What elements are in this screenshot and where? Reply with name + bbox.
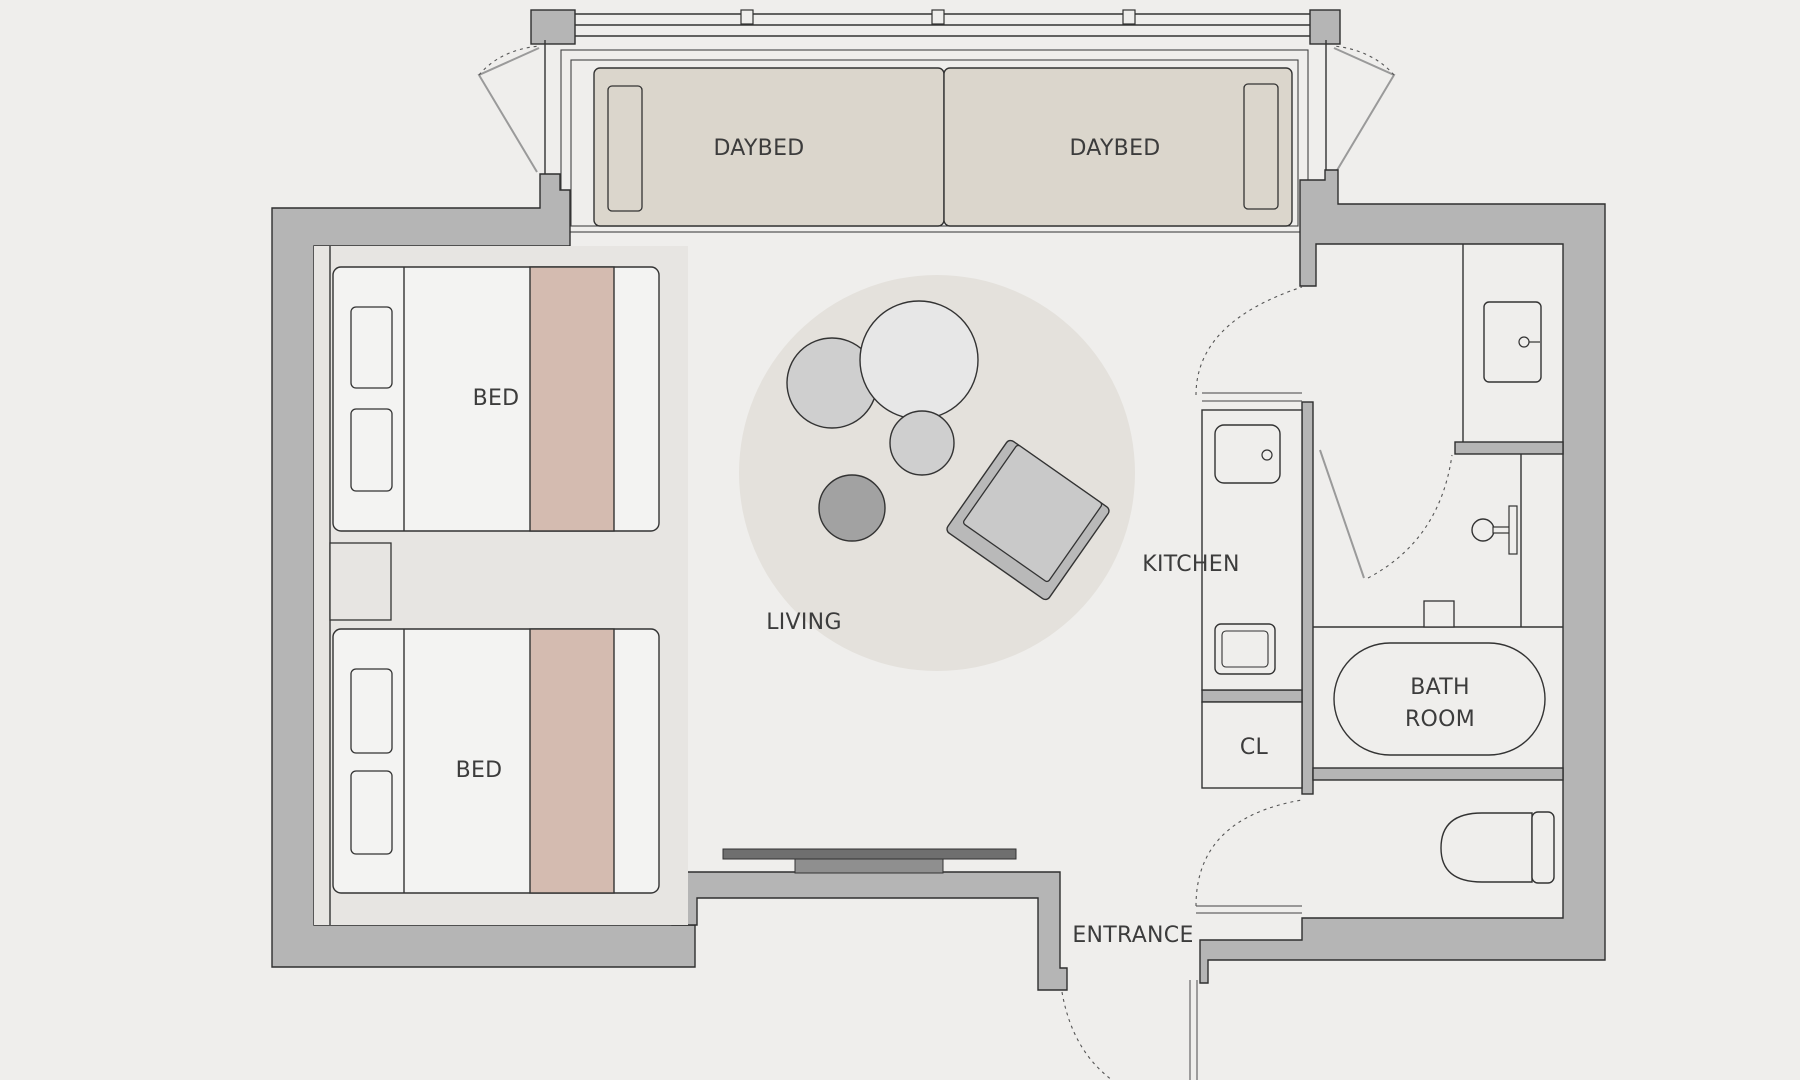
bed-bottom: BED [332, 628, 660, 894]
daybed-left-label: DAYBED [713, 136, 804, 161]
bed-top-runner [529, 266, 615, 532]
stool [889, 410, 955, 476]
bed-area: BED BED [314, 246, 688, 925]
closet: CL [1201, 701, 1303, 789]
entrance: ENTRANCE [1061, 923, 1198, 1080]
pillow [350, 306, 393, 389]
daybed-cushion-right [1243, 83, 1279, 210]
bed-bottom-label: BED [456, 758, 503, 783]
balcony-window-frame [477, 9, 1396, 233]
tv-console [722, 848, 1017, 874]
kitchen-label: KITCHEN [1142, 552, 1239, 577]
pillow [350, 770, 393, 855]
living-label: LIVING [766, 610, 842, 635]
bathroom: BATH ROOM [1195, 244, 1563, 914]
daybeds: DAYBED DAYBED [593, 67, 1293, 227]
entrance-label: ENTRANCE [1072, 923, 1193, 948]
living-area: LIVING [739, 275, 1135, 671]
bathtub [1333, 642, 1546, 756]
armchair [946, 439, 1110, 601]
bed-top: BED [332, 266, 660, 532]
shower-head-icon [1471, 505, 1518, 555]
bed-bottom-runner [529, 628, 615, 894]
toilet [1440, 811, 1555, 884]
closet-label: CL [1240, 735, 1269, 760]
pillow [350, 668, 393, 754]
nightstand [329, 542, 392, 621]
bath-label-line1: BATH [1410, 675, 1470, 700]
bath-label-line2: ROOM [1405, 707, 1475, 732]
daybed-right [943, 67, 1293, 227]
bathroom-sink [1483, 301, 1542, 383]
cooktop [1214, 623, 1276, 675]
kitchen: KITCHEN [1142, 286, 1303, 691]
bed-top-label: BED [473, 386, 520, 411]
daybed-right-label: DAYBED [1069, 136, 1160, 161]
drain-icon [1261, 449, 1273, 461]
kitchen-sink [1214, 424, 1281, 484]
daybed-cushion-left [607, 85, 643, 212]
walls [271, 169, 1606, 991]
pillow [350, 408, 393, 492]
stool-dark [818, 474, 886, 542]
coffee-table [859, 300, 979, 420]
